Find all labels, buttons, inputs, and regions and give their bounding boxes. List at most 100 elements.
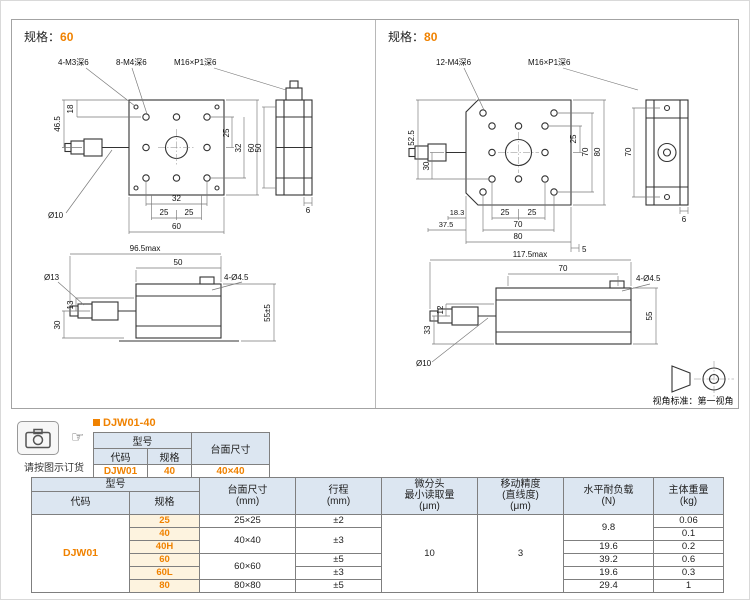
cell-weight: 0.2 [653, 539, 724, 554]
camera-icon [25, 428, 51, 448]
dim-label: 30 [53, 320, 62, 329]
dim-label: Ø13 [44, 273, 60, 282]
cell-spec: 25 [129, 513, 200, 528]
specification-table: 型号 台面尺寸 (mm) 行程 (mm) 微分头 最小读取量 (μm) 移动精度… [31, 476, 724, 593]
spec80-drawing: 12-M4深6 M16×P1深6 52.5 30 25 70 80 25 25 … [407, 58, 734, 406]
dim-label: 30 [422, 161, 431, 170]
spec-title-label: 规格： [24, 30, 61, 44]
dim-label: 50 [174, 258, 183, 267]
header-reading: 微分头 最小读取量 (μm) [381, 477, 478, 515]
dim-label: 70 [581, 147, 590, 156]
order-heading: DJW01-40 [93, 417, 156, 429]
order-photo-icon-box [17, 421, 59, 455]
dim-label: 80 [514, 232, 523, 241]
dim-label: 25 [501, 208, 510, 217]
order-note: 请按图示订货 [24, 463, 84, 474]
dim-label: 117.5max [513, 250, 548, 259]
header-spec: 规格 [129, 491, 200, 515]
cell-stroke: ±5 [295, 552, 382, 567]
dim-label: 46.5 [53, 116, 62, 132]
dim-label: 32 [234, 143, 243, 152]
spec80-panel: 规格：80 [375, 20, 738, 408]
first-angle-symbol [671, 361, 734, 397]
cell-weight: 0.1 [653, 526, 724, 541]
dim-label: 12 [436, 305, 445, 314]
cell-spec: 40H [129, 539, 200, 554]
order-example-table: 型号 台面尺寸 代码 规格 DJW01 40 40×40 [93, 432, 270, 478]
dim-label: 18.3 [450, 208, 465, 217]
thread-callout: M16×P1深6 [174, 58, 217, 67]
view-standard-label: 视角标准：第一视角 [652, 395, 733, 406]
cell-load: 39.2 [563, 552, 654, 567]
order-header-spec: 规格 [147, 448, 192, 465]
dim-label: 60 [172, 222, 181, 231]
order-size-value: 40×40 [191, 464, 270, 478]
cell-weight: 1 [653, 578, 724, 593]
hole-callout: 12-M4深6 [436, 58, 472, 67]
cell-load: 9.8 [563, 513, 654, 541]
bullet-square-icon [93, 419, 100, 426]
header-weight: 主体重量 (kg) [653, 477, 724, 515]
dim-label: 25 [528, 208, 537, 217]
cell-weight: 0.06 [653, 513, 724, 528]
header-model: 型号 [31, 476, 200, 493]
dim-label: 33 [423, 325, 432, 334]
order-code-value: DJW01 [93, 464, 148, 478]
cell-stroke: ±2 [295, 513, 382, 528]
header-load: 水平耐负载 (N) [563, 477, 654, 515]
micrometer-head [64, 138, 129, 157]
dimension-labels-60: 4-M3深6 8-M4深6 M16×P1深6 46.5 18 25 32 60 … [44, 58, 311, 329]
cell-size: 40×40 [199, 526, 296, 554]
dim-label: 25 [185, 208, 194, 217]
dim-label: 25 [569, 134, 578, 143]
table-row: DJW01 25 25×25 ±2 10 3 9.8 0.06 [31, 513, 724, 593]
spec60-drawing: 4-M3深6 8-M4深6 M16×P1深6 46.5 18 25 32 60 … [44, 58, 313, 342]
order-header-model: 型号 [93, 432, 192, 449]
dim-label: 55±5 [263, 304, 272, 322]
cell-spec: 60L [129, 565, 200, 580]
cell-load: 29.4 [563, 578, 654, 593]
dim-label: 32 [172, 194, 181, 203]
dim-label: 70 [514, 220, 523, 229]
dim-label: 6 [306, 206, 311, 215]
hole-callout: 4-M3深6 [58, 58, 89, 67]
cell-load: 19.6 [563, 565, 654, 580]
side-view-80 [645, 99, 689, 206]
front-view-60 [64, 99, 225, 196]
cell-spec: 80 [129, 578, 200, 593]
header-stroke: 行程 (mm) [295, 477, 382, 515]
thread-callout: M16×P1深6 [528, 58, 571, 67]
order-model-number: DJW01-40 [103, 417, 156, 429]
spec-drawings-box: 规格： 60 [11, 19, 739, 409]
header-accuracy: 移动精度 (直线度) (μm) [477, 477, 564, 515]
cell-stroke: ±5 [295, 578, 382, 593]
spec-title-value: 80 [424, 30, 438, 44]
order-header-size: 台面尺寸 [191, 432, 270, 465]
dim-label: 25 [160, 208, 169, 217]
dimension-lines-60 [57, 67, 313, 342]
cell-stroke: ±3 [295, 526, 382, 554]
hole-callout: 4-Ø4.5 [224, 273, 249, 282]
table-row: 60L ±3 19.6 0.3 [32, 565, 724, 580]
pointing-hand-icon: ☞ [71, 429, 85, 446]
dim-label: 6 [682, 215, 687, 224]
cell-spec: 60 [129, 552, 200, 567]
elevation-view-60 [69, 276, 239, 342]
cell-size: 80×80 [199, 578, 296, 593]
dim-label: 80 [593, 147, 602, 156]
cell-reading: 10 [381, 513, 478, 593]
dimension-labels-80: 12-M4深6 M16×P1深6 52.5 30 25 70 80 25 25 … [407, 58, 734, 406]
dim-label: 13 [66, 300, 75, 309]
table-row: 60 60×60 ±5 39.2 0.6 [32, 552, 724, 580]
dim-label: 96.5max [130, 244, 161, 253]
dim-label: Ø10 [48, 211, 64, 220]
dim-label: 60 [247, 143, 256, 152]
cell-load: 19.6 [563, 539, 654, 554]
cell-stroke: ±3 [295, 565, 382, 580]
order-header-code: 代码 [93, 448, 148, 465]
cell-code: DJW01 [31, 513, 130, 593]
cell-weight: 0.6 [653, 552, 724, 567]
dim-label: 18 [66, 104, 75, 113]
cell-spec: 40 [129, 526, 200, 541]
